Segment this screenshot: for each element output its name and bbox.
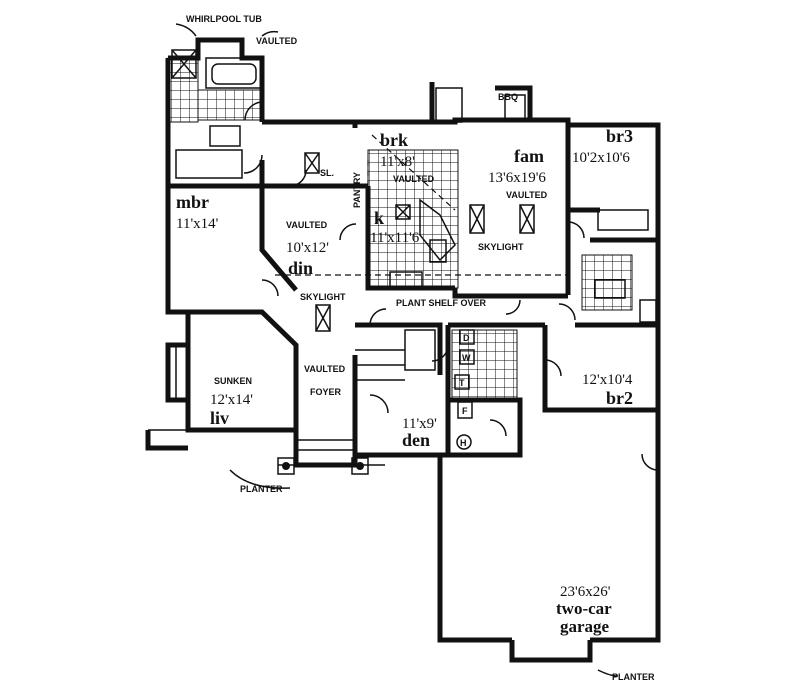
whirlpool-tub-label: WHIRLPOOL TUB [186,14,262,24]
brk-name: brk [380,130,408,150]
furnace-label: F [462,406,468,416]
vaulted-brk-label: VAULTED [393,174,435,184]
brk-dim: 11'x8' [380,154,415,170]
fam-name: fam [514,146,544,166]
den-name: den [402,430,430,450]
den-dim: 11'x9' [402,416,437,432]
tub-label: T [459,378,465,388]
din-name: din [288,258,313,278]
br2-dim: 12'x10'4 [582,372,633,388]
vaulted-din-label: VAULTED [286,220,328,230]
planter-front-label: PLANTER [240,484,283,494]
k-name: k [374,208,384,228]
skylight-fam-label: SKYLIGHT [478,242,524,252]
garage-dim: 23'6x26' [560,584,611,600]
foyer-label: FOYER [310,387,342,397]
planter-garage-label: PLANTER [612,672,655,682]
k-dim: 11'x11'6 [370,230,420,246]
liv-name: liv [210,408,229,428]
skylight-foyer-label: SKYLIGHT [300,292,346,302]
br3-dim: 10'2x10'6 [572,150,630,166]
din-dim: 10'x12' [286,240,329,256]
washer-label: W [462,353,471,363]
sl-label: SL. [320,168,334,178]
plant-shelf-label: PLANT SHELF OVER [396,298,487,308]
pantry-label: PANTRY [352,172,362,208]
vaulted-bath-label: VAULTED [256,36,298,46]
br3-name: br3 [606,126,633,146]
sunken-label: SUNKEN [214,376,252,386]
mbr-dim: 11'x14' [176,216,219,232]
br2-name: br2 [606,388,633,408]
dashed-lines [275,134,570,276]
bbq-label: BBQ [498,92,518,102]
fam-dim: 13'6x19'6 [488,170,546,186]
water-heater-label: H [460,438,467,448]
garage-line2: garage [560,617,610,636]
garage-line1: two-car [556,599,612,618]
liv-dim: 12'x14' [210,392,253,408]
dryer-label: D [463,333,470,343]
hall-bath-tile [581,254,633,311]
vaulted-fam-label: VAULTED [506,190,548,200]
fixtures [148,23,659,677]
master-bath-tile-lower [197,89,263,121]
kitchen-tile [367,149,459,289]
vaulted-foyer-label: VAULTED [304,364,346,374]
mbr-name: mbr [176,192,209,212]
